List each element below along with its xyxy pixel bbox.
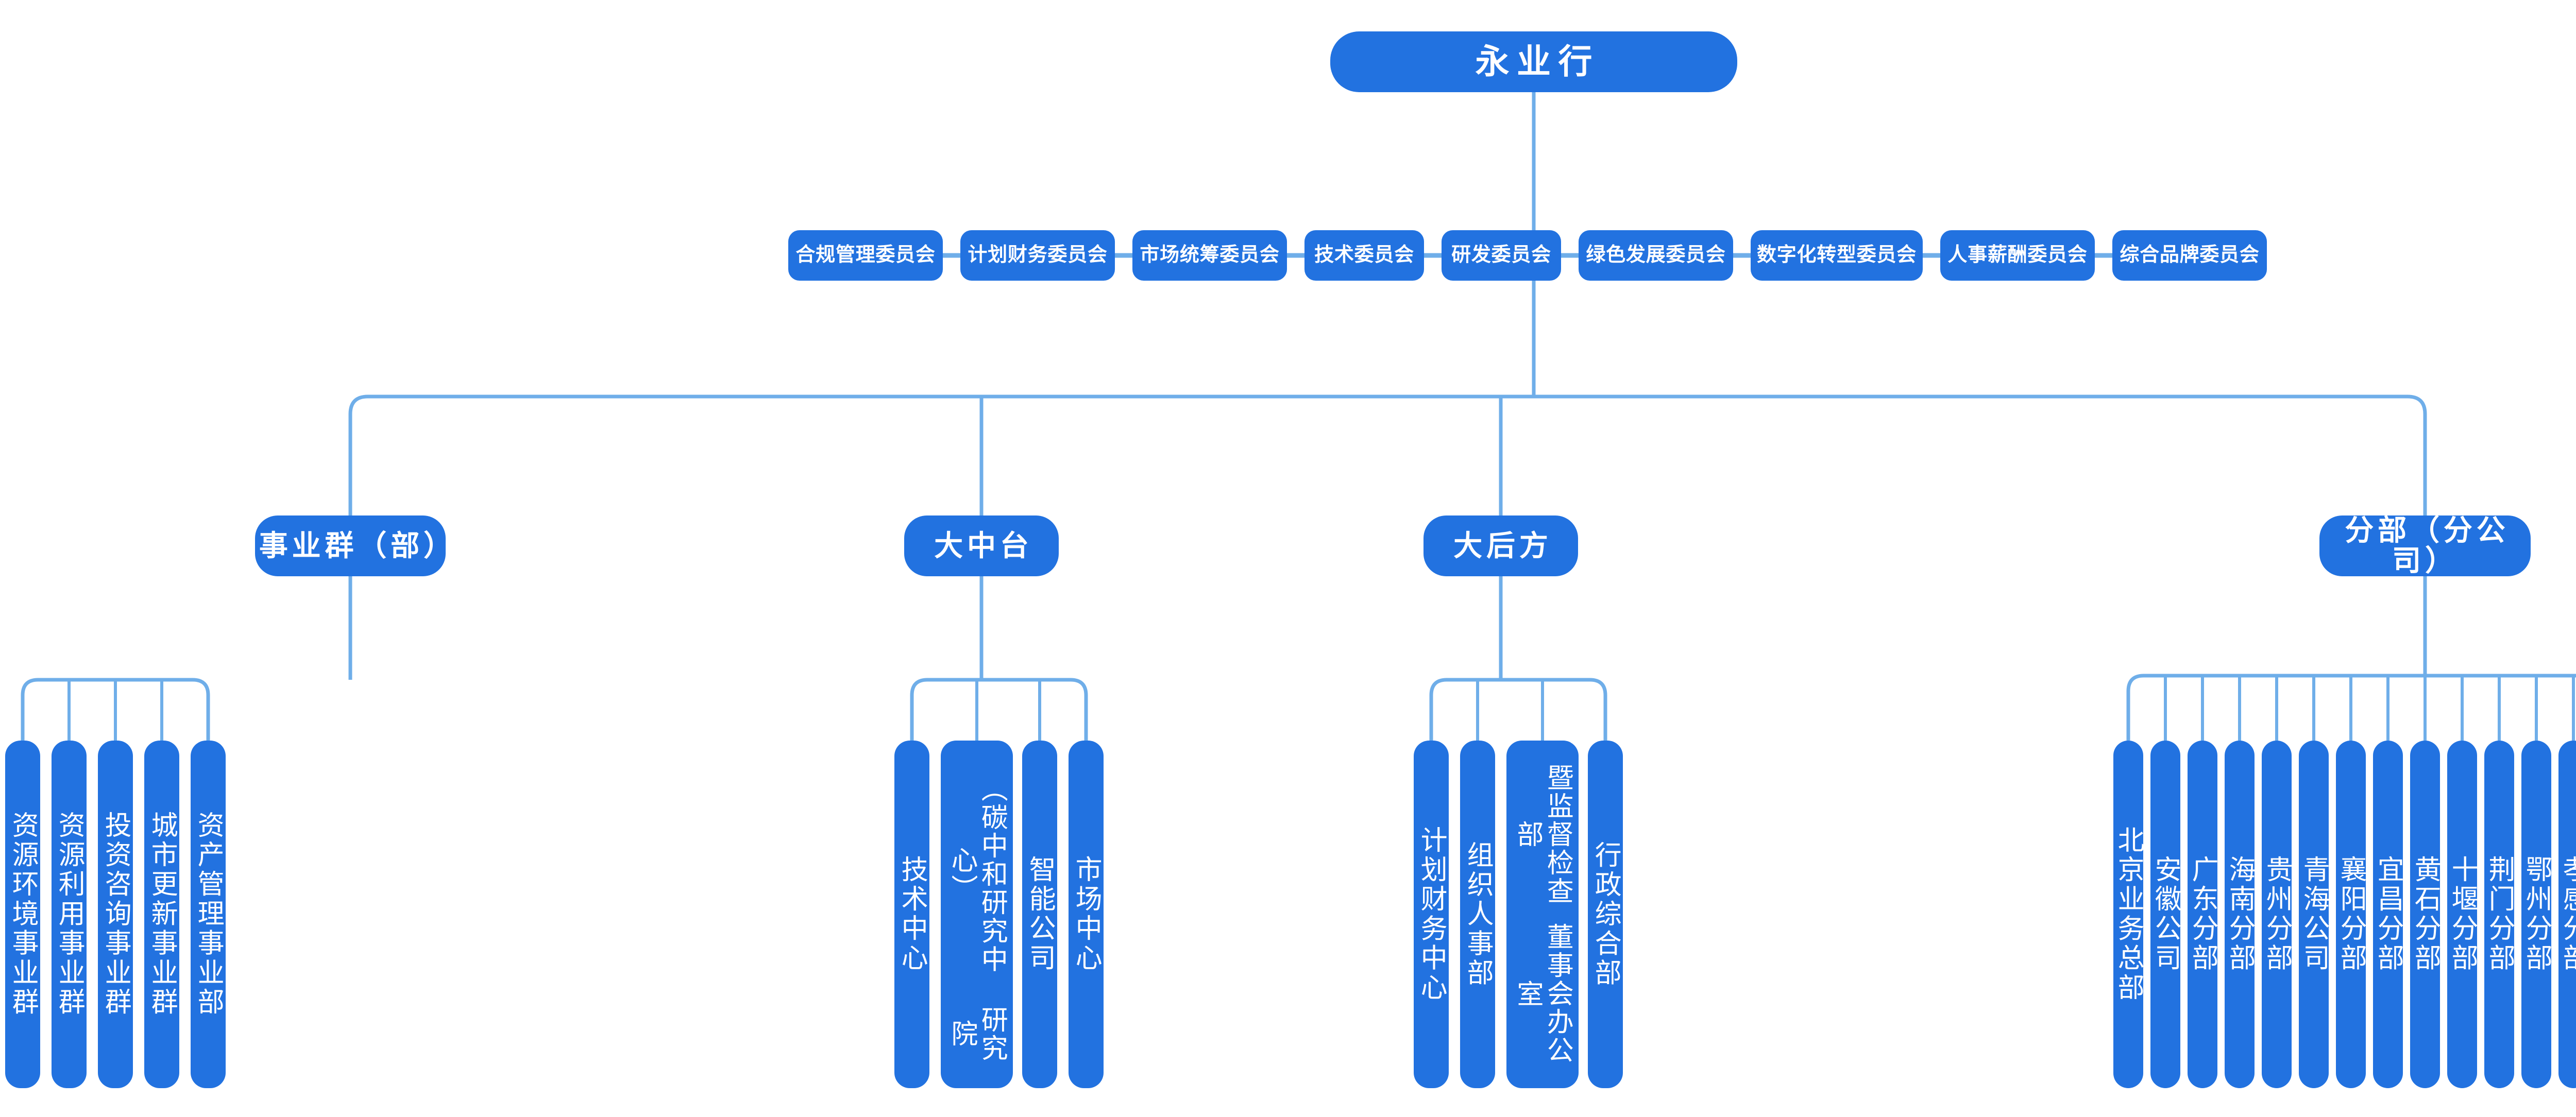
committee-label: 研发委员会	[1451, 244, 1551, 266]
node-leaf-1-5[interactable]: 资产管理事业部	[191, 741, 226, 1088]
node-committee-9[interactable]: 综合品牌委员会	[2112, 230, 2267, 281]
node-committee-3[interactable]: 市场统筹委员会	[1132, 230, 1287, 281]
node-committee-7[interactable]: 数字化转型委员会	[1751, 230, 1923, 281]
node-division-1[interactable]: 事业群（部）	[255, 515, 456, 576]
node-leaf-4-5[interactable]: 贵州分部	[2262, 741, 2292, 1088]
leaf-label: 资产管理事业部	[193, 811, 224, 1018]
leaf-label-col1: 董事会办公室	[1513, 923, 1573, 1066]
leaf-label: 市场中心	[1071, 855, 1101, 973]
node-leaf-3-1[interactable]: 计划财务中心	[1414, 741, 1449, 1088]
node-leaf-4-12[interactable]: 鄂州分部	[2521, 741, 2551, 1088]
node-division-3[interactable]: 大后方	[1423, 515, 1578, 576]
node-committee-5[interactable]: 研发委员会	[1442, 230, 1561, 281]
node-leaf-1-3[interactable]: 投资咨询事业群	[98, 741, 133, 1088]
leaf-label: 十堰分部	[2447, 855, 2478, 973]
node-leaf-1-4[interactable]: 城市更新事业群	[144, 741, 179, 1088]
leaf-label: 黄石分部	[2410, 855, 2441, 973]
division-label: 分部（分公司）	[2345, 514, 2510, 577]
division-label: 大后方	[1453, 529, 1552, 562]
node-leaf-4-13[interactable]: 孝感分部	[2558, 741, 2576, 1088]
leaf-label: 安徽公司	[2150, 855, 2181, 973]
node-leaf-2-3[interactable]: 智能公司	[1022, 741, 1057, 1088]
committee-label: 数字化转型委员会	[1756, 244, 1917, 266]
node-leaf-4-6[interactable]: 青海公司	[2299, 741, 2329, 1088]
node-leaf-2-4[interactable]: 市场中心	[1069, 741, 1104, 1088]
node-leaf-4-11[interactable]: 荆门分部	[2484, 741, 2514, 1088]
committee-label: 人事薪酬委员会	[1947, 244, 2088, 266]
node-committee-4[interactable]: 技术委员会	[1304, 230, 1424, 281]
leaf-label: 行政综合部	[1590, 840, 1621, 988]
node-leaf-3-3[interactable]: 暨监督检查部董事会办公室	[1506, 741, 1579, 1088]
leaf-label: 荆门分部	[2484, 855, 2515, 973]
leaf-label: 海南分部	[2225, 855, 2255, 973]
node-leaf-1-1[interactable]: 资源环境事业群	[5, 741, 40, 1088]
leaf-label: 孝感分部	[2558, 855, 2576, 973]
node-leaf-4-9[interactable]: 黄石分部	[2410, 741, 2440, 1088]
node-leaf-4-2[interactable]: 安徽公司	[2150, 741, 2180, 1088]
leaf-label: 宜昌分部	[2373, 855, 2403, 973]
leaf-label: 资源环境事业群	[8, 811, 38, 1018]
leaf-label: 城市更新事业群	[147, 811, 177, 1018]
node-leaf-4-4[interactable]: 海南分部	[2225, 741, 2255, 1088]
committee-label: 综合品牌委员会	[2120, 244, 2260, 266]
committee-label: 计划财务委员会	[968, 244, 1108, 266]
leaf-label-col2: 暨监督检查部	[1513, 763, 1573, 906]
node-leaf-4-8[interactable]: 宜昌分部	[2373, 741, 2403, 1088]
division-label: 事业群（部）	[259, 529, 456, 562]
committee-label: 绿色发展委员会	[1586, 244, 1726, 266]
node-committee-1[interactable]: 合规管理委员会	[788, 230, 943, 281]
committee-label: 市场统筹委员会	[1140, 244, 1280, 266]
node-leaf-4-3[interactable]: 广东分部	[2188, 741, 2217, 1088]
leaf-label: 投资咨询事业群	[100, 811, 131, 1018]
leaf-label-col2: （碳中和研究中心）	[947, 775, 1007, 974]
leaf-label: 组织人事部	[1463, 840, 1493, 988]
leaf-label: 智能公司	[1025, 855, 1055, 973]
division-label: 大中台	[934, 529, 1033, 562]
node-root[interactable]: 永业行	[1330, 31, 1737, 92]
leaf-label: 鄂州分部	[2521, 855, 2552, 973]
committee-label: 技术委员会	[1314, 244, 1414, 266]
leaf-label: 广东分部	[2188, 855, 2218, 973]
leaf-label: 计划财务中心	[1416, 826, 1447, 1003]
node-leaf-4-10[interactable]: 十堰分部	[2447, 741, 2477, 1088]
node-leaf-4-7[interactable]: 襄阳分部	[2336, 741, 2366, 1088]
node-division-4[interactable]: 分部（分公司）	[2319, 515, 2531, 576]
leaf-label: 贵州分部	[2262, 855, 2292, 973]
node-committee-2[interactable]: 计划财务委员会	[960, 230, 1115, 281]
leaf-label: 资源利用事业群	[54, 811, 84, 1018]
node-division-2[interactable]: 大中台	[904, 515, 1059, 576]
leaf-label: 襄阳分部	[2336, 855, 2366, 973]
node-root-label: 永业行	[1475, 42, 1600, 81]
node-leaf-2-1[interactable]: 技术中心	[894, 741, 929, 1088]
node-committee-8[interactable]: 人事薪酬委员会	[1940, 230, 2095, 281]
leaf-label: 技术中心	[897, 855, 927, 973]
node-leaf-2-2[interactable]: （碳中和研究中心） 研究院	[941, 741, 1013, 1088]
node-leaf-3-2[interactable]: 组织人事部	[1460, 741, 1495, 1088]
node-committee-6[interactable]: 绿色发展委员会	[1579, 230, 1733, 281]
leaf-label: 青海公司	[2299, 855, 2329, 973]
node-leaf-4-1[interactable]: 北京业务总部	[2113, 741, 2143, 1088]
committee-label: 合规管理委员会	[795, 244, 936, 266]
node-leaf-1-2[interactable]: 资源利用事业群	[52, 741, 87, 1088]
leaf-label: 北京业务总部	[2113, 826, 2144, 1003]
leaf-label-col1: 研究院	[947, 1005, 1007, 1062]
node-leaf-3-4[interactable]: 行政综合部	[1588, 741, 1623, 1088]
